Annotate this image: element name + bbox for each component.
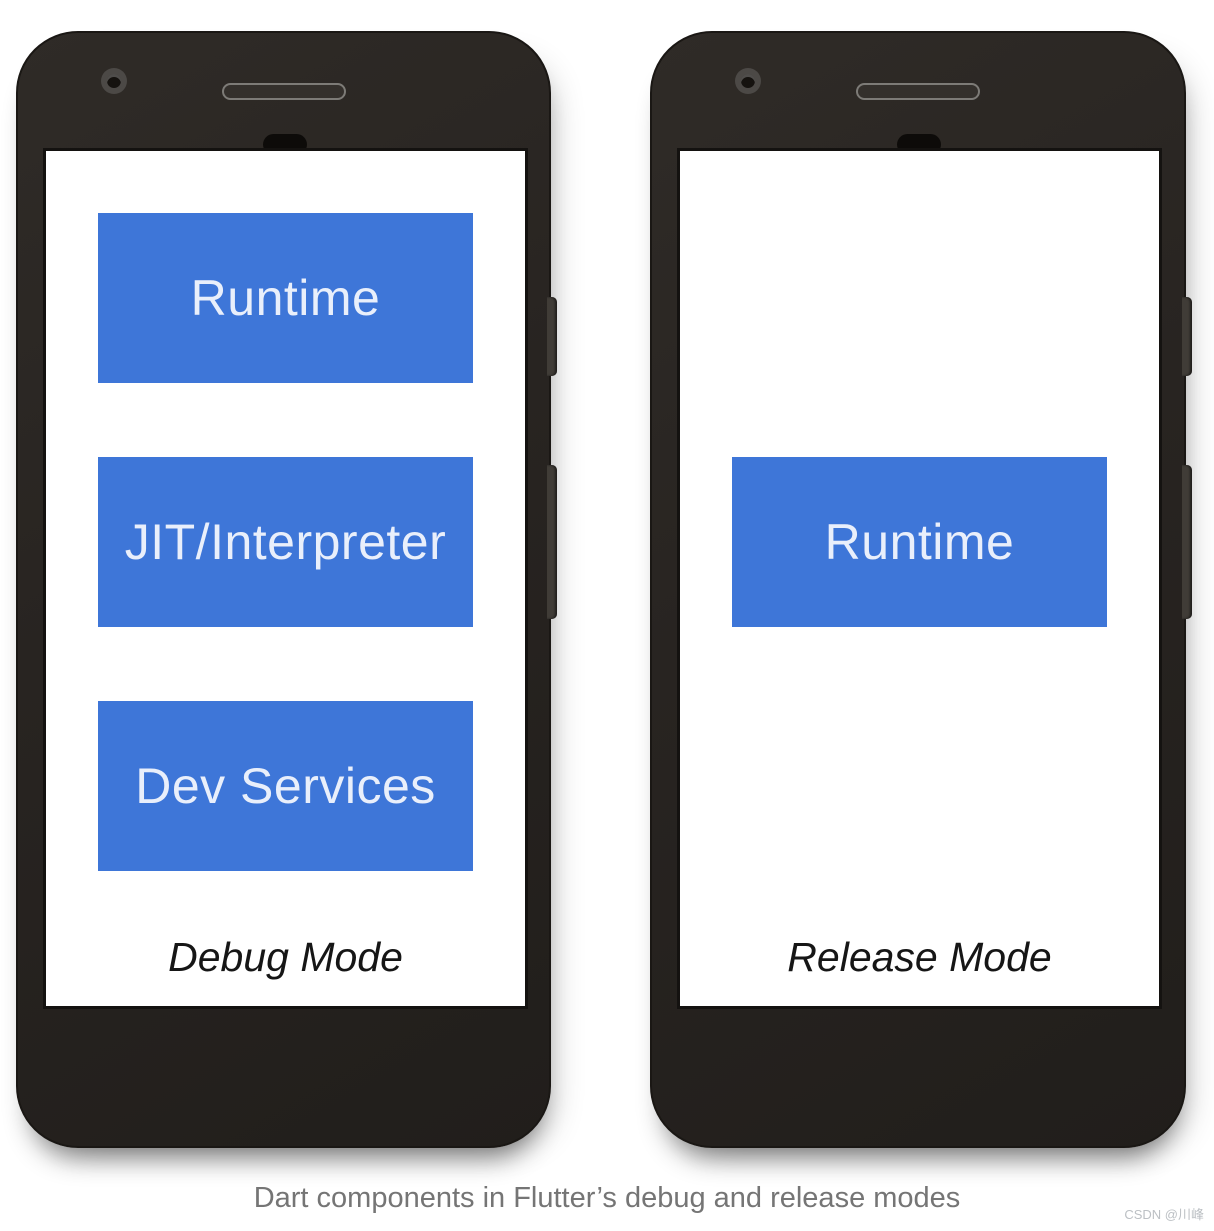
csdn-watermark: CSDN @川峰 — [1124, 1207, 1204, 1222]
camera-lens-icon — [741, 74, 755, 88]
volume-button — [547, 465, 557, 619]
debug-mode-label: Debug Mode — [168, 934, 403, 980]
earpiece-speaker-icon — [856, 83, 980, 100]
front-camera-icon — [735, 68, 761, 94]
figure-caption: Dart components in Flutter’s debug and r… — [253, 1182, 961, 1214]
camera-lens-icon — [107, 74, 121, 88]
power-button — [547, 297, 557, 376]
component-box-jit-interpreter: JIT/Interpreter — [98, 457, 473, 627]
component-box-runtime: Runtime — [732, 457, 1107, 627]
sensor-slot-icon — [263, 134, 307, 155]
debug-phone-screen: Runtime JIT/Interpreter Dev Services Deb… — [46, 151, 525, 1006]
front-camera-icon — [101, 68, 127, 94]
component-box-runtime: Runtime — [98, 213, 473, 383]
phone-debug-mockup: Runtime JIT/Interpreter Dev Services Deb… — [16, 31, 557, 1148]
earpiece-speaker-icon — [222, 83, 346, 100]
release-phone-screen: Runtime Release Mode — [680, 151, 1159, 1006]
volume-button — [1182, 465, 1192, 619]
sensor-slot-icon — [897, 134, 941, 155]
phone-release-mockup: Runtime Release Mode — [650, 31, 1192, 1148]
power-button — [1182, 297, 1192, 376]
release-mode-label: Release Mode — [787, 934, 1052, 980]
component-box-dev-services: Dev Services — [98, 701, 473, 871]
